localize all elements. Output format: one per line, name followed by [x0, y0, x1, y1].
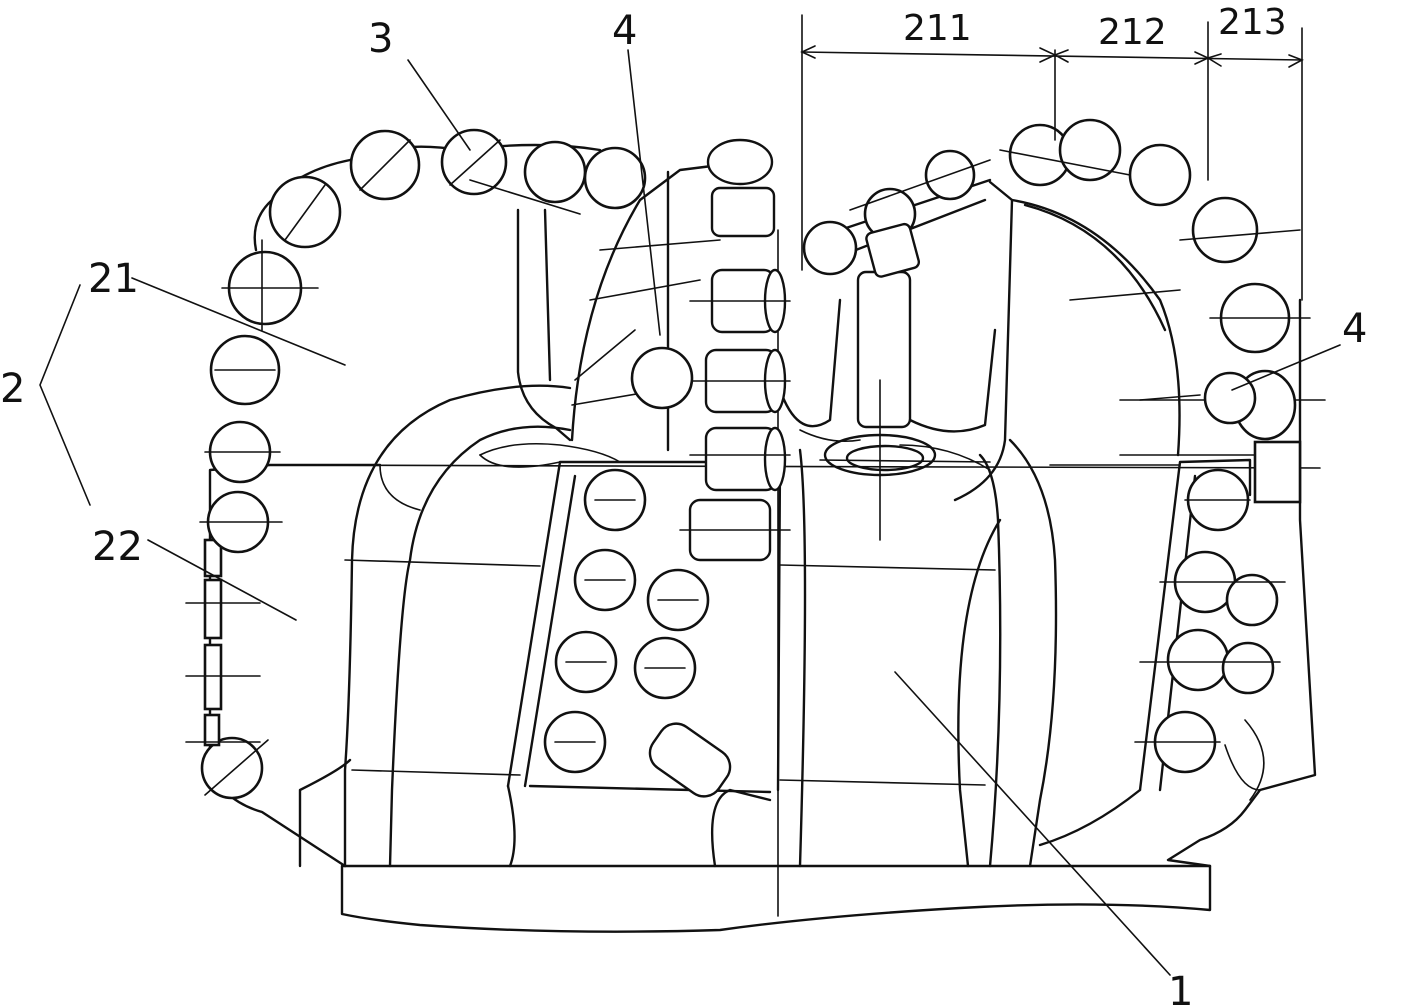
label-4-left: 4 [612, 8, 637, 54]
label-4-right: 4 [1342, 306, 1367, 352]
gauge-cutters-right [999, 118, 1311, 504]
label-2: 2 [0, 366, 25, 412]
label-22: 22 [92, 524, 143, 570]
blade-cutters-center-left [679, 138, 791, 562]
label-3: 3 [368, 16, 393, 62]
dimension-213: 213 [1218, 2, 1287, 43]
part-labels: 1 2 21 22 3 4 4 [0, 8, 1367, 1007]
dimension-labels: 211 212 213 [903, 2, 1287, 53]
leader-lines [39, 49, 1341, 976]
dimension-lines [800, 14, 1304, 301]
face-cutters-right-grid [1134, 468, 1286, 774]
center-cutters [802, 149, 991, 278]
label-21: 21 [88, 256, 139, 302]
label-1: 1 [1168, 969, 1193, 1007]
dimension-211: 211 [903, 8, 972, 49]
dimension-212: 212 [1098, 12, 1167, 53]
gauge-cutters-left [185, 128, 647, 800]
bit-base [340, 864, 1212, 933]
face-cutters-left-grid [543, 468, 732, 798]
